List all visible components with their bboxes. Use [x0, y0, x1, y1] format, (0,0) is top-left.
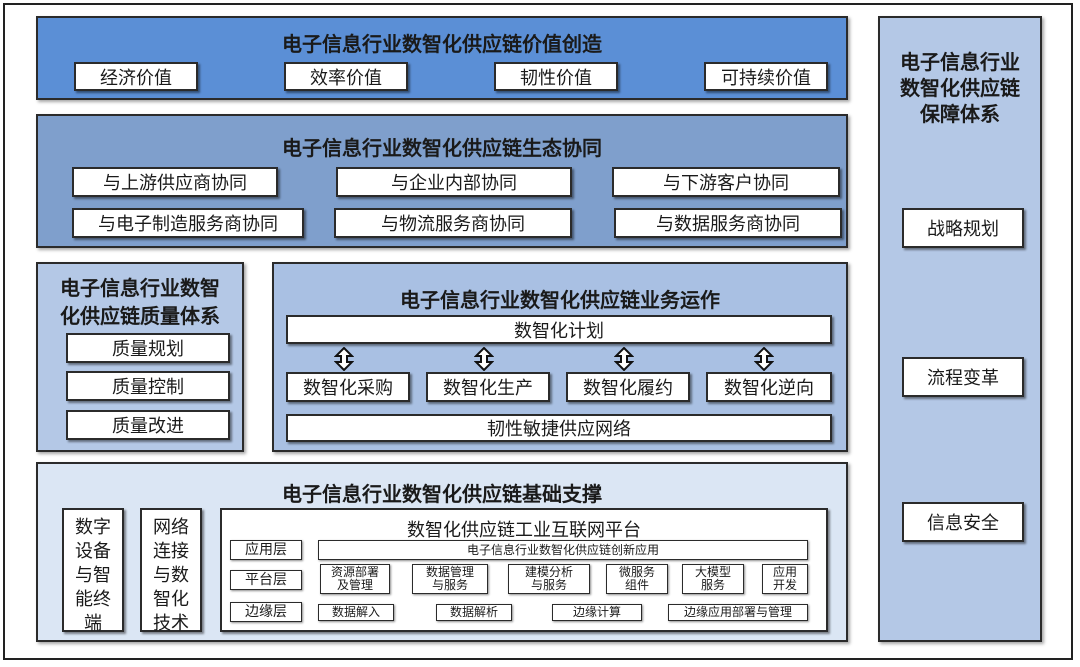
ecology-item-internal: 与企业内部协同	[336, 167, 572, 197]
platform-item-resource: 资源部署 及管理	[320, 564, 390, 594]
outer-frame	[3, 3, 1073, 660]
platform-item-llm-l2: 服务	[700, 578, 725, 592]
edge-item-access: 数据解入	[318, 604, 394, 621]
platform-item-resource-l2: 及管理	[336, 578, 373, 592]
platform-item-llm-l1: 大模型	[694, 565, 731, 579]
guarantee-item-process: 流程变革	[902, 357, 1024, 397]
value-item-resilience: 韧性价值	[494, 62, 618, 91]
operation-production: 数智化生产	[426, 372, 550, 402]
quality-item-control: 质量控制	[66, 371, 230, 401]
value-item-sustainable: 可持续价值	[704, 62, 828, 91]
value-creation-title: 电子信息行业数智化供应链价值创造	[282, 32, 602, 56]
quality-item-planning: 质量规划	[66, 333, 230, 363]
edge-layer-label: 边缘层	[230, 602, 302, 622]
quality-title-line2: 化供应链质量体系	[60, 304, 220, 328]
edge-item-parsing: 数据解析	[436, 604, 512, 621]
ecology-item-ems: 与电子制造服务商协同	[72, 208, 304, 238]
platform-item-microservice: 微服务 组件	[606, 564, 668, 594]
guarantee-title-line3: 保障体系	[920, 102, 1000, 126]
arrow-production-icon	[474, 347, 494, 371]
value-creation-panel: 电子信息行业数智化供应链价值创造 经济价值 效率价值 韧性价值 可持续价值	[36, 16, 848, 100]
platform-item-modeling-l2: 与服务	[530, 578, 567, 592]
arrow-fulfillment-icon	[614, 347, 634, 371]
guarantee-item-security: 信息安全	[902, 502, 1024, 542]
foundation-title: 电子信息行业数智化供应链基础支撑	[282, 482, 602, 506]
guarantee-title-line1: 电子信息行业	[900, 50, 1020, 74]
platform-box: 数智化供应链工业互联网平台 应用层 电子信息行业数智化供应链创新应用 平台层 资…	[220, 508, 828, 632]
col2-line-1: 网络	[153, 517, 189, 538]
platform-title: 数智化供应链工业互联网平台	[407, 520, 641, 541]
operation-title: 电子信息行业数智化供应链业务运作	[400, 288, 720, 312]
col1-line-2: 设备	[75, 541, 111, 562]
col2-line-2: 连接	[153, 541, 189, 562]
operation-panel: 电子信息行业数智化供应链业务运作 数智化计划 数智化采购 数智化生产 数智化履约…	[272, 262, 848, 452]
quality-item-improvement: 质量改进	[66, 410, 230, 440]
operation-procurement: 数智化采购	[286, 372, 410, 402]
platform-layer-label: 平台层	[230, 570, 302, 590]
col2-line-5: 技术	[153, 613, 189, 634]
platform-item-modeling-l1: 建模分析	[524, 565, 573, 579]
col2-line-4: 智化	[153, 589, 189, 610]
operation-plan: 数智化计划	[286, 315, 832, 344]
col2-line-3: 与数	[153, 565, 189, 586]
platform-item-data: 数据管理 与服务	[412, 564, 488, 594]
platform-item-resource-l1: 资源部署	[330, 565, 379, 579]
platform-item-data-l1: 数据管理	[425, 565, 474, 579]
value-item-efficiency: 效率价值	[284, 62, 408, 91]
guarantee-panel: 电子信息行业 数智化供应链 保障体系 战略规划 流程变革 信息安全	[878, 16, 1042, 642]
col1-line-1: 数字	[75, 517, 111, 538]
quality-title-line1: 电子信息行业数智	[60, 276, 220, 300]
ecology-item-downstream: 与下游客户协同	[612, 167, 840, 197]
value-item-economic: 经济价值	[74, 62, 198, 91]
platform-item-data-l2: 与服务	[431, 578, 468, 592]
operation-reverse: 数智化逆向	[706, 372, 832, 402]
platform-item-microservice-l2: 组件	[624, 578, 649, 592]
arrow-procurement-icon	[334, 347, 354, 371]
operation-network: 韧性敏捷供应网络	[286, 414, 832, 442]
app-layer-content: 电子信息行业数智化供应链创新应用	[318, 540, 808, 560]
ecology-item-data-service: 与数据服务商协同	[614, 208, 842, 238]
operation-fulfillment: 数智化履约	[566, 372, 690, 402]
edge-item-compute: 边缘计算	[552, 604, 642, 621]
edge-item-deploy: 边缘应用部署与管理	[668, 604, 808, 621]
foundation-panel: 电子信息行业数智化供应链基础支撑 数字 设备 与智 能终 端 网络 连接 与数 …	[36, 462, 848, 642]
col1-line-3: 与智	[75, 565, 111, 586]
guarantee-item-strategy: 战略规划	[902, 208, 1024, 248]
platform-item-llm: 大模型 服务	[682, 564, 744, 594]
platform-item-app-dev-l2: 开发	[772, 578, 797, 592]
ecology-panel: 电子信息行业数智化供应链生态协同 与上游供应商协同 与企业内部协同 与下游客户协…	[36, 114, 848, 248]
ecology-item-upstream: 与上游供应商协同	[72, 167, 278, 197]
platform-item-app-dev: 应用 开发	[762, 564, 808, 594]
app-layer-label: 应用层	[230, 540, 302, 560]
platform-item-modeling: 建模分析 与服务	[508, 564, 590, 594]
guarantee-title-line2: 数智化供应链	[900, 76, 1020, 100]
network-tech-box: 网络 连接 与数 智化 技术	[140, 508, 202, 634]
ecology-item-logistics: 与物流服务商协同	[334, 208, 572, 238]
platform-item-microservice-l1: 微服务	[618, 565, 655, 579]
ecology-title: 电子信息行业数智化供应链生态协同	[282, 136, 602, 160]
quality-panel: 电子信息行业数智 化供应链质量体系 质量规划 质量控制 质量改进	[36, 262, 244, 452]
col1-line-5: 端	[84, 613, 102, 634]
platform-item-app-dev-l1: 应用	[772, 565, 797, 579]
digital-devices-box: 数字 设备 与智 能终 端	[62, 508, 124, 634]
col1-line-4: 能终	[75, 589, 111, 610]
arrow-reverse-icon	[754, 347, 774, 371]
